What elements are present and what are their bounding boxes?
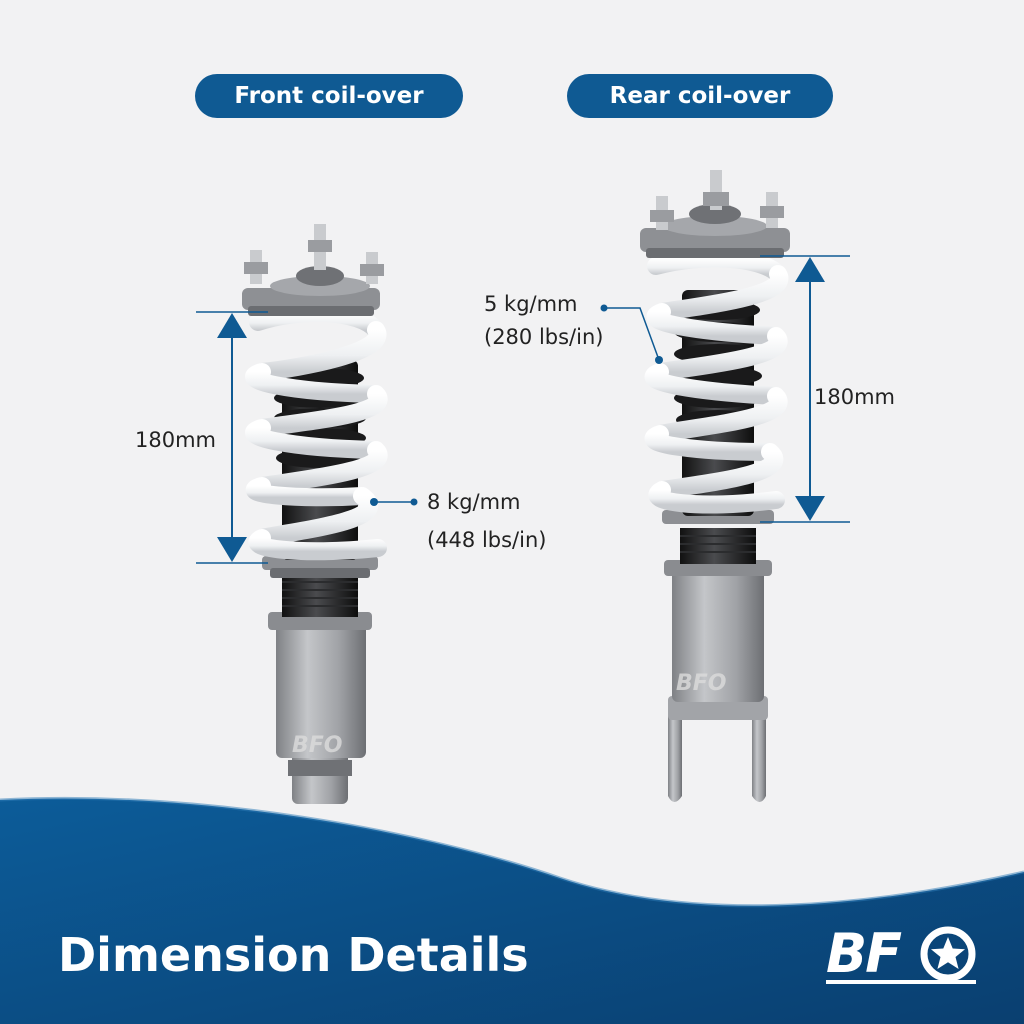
front-spring-rate-lbs: (448 lbs/in) — [427, 528, 547, 552]
front-coilover-badge: Front coil-over — [195, 74, 463, 118]
svg-text:BF: BF — [826, 922, 902, 985]
rear-height-label: 180mm — [814, 385, 895, 409]
rear-spring-rate-lbs: (280 lbs/in) — [484, 325, 604, 349]
front-spring-rate-kg: 8 kg/mm — [427, 490, 521, 514]
rear-coilover-badge: Rear coil-over — [567, 74, 833, 118]
front-dimension-arrow — [196, 311, 268, 564]
footer-wave — [0, 798, 1024, 1024]
rear-dimension-arrow — [760, 255, 850, 523]
svg-text:BFO: BFO — [676, 671, 727, 696]
bfo-logo: BF — [826, 922, 976, 985]
front-coilover: BFO — [196, 224, 418, 804]
star-icon — [931, 937, 965, 969]
svg-text:BFO: BFO — [292, 733, 343, 758]
footer-wave-highlight — [0, 797, 1024, 908]
front-height-label: 180mm — [135, 428, 216, 452]
rear-spring-rate-kg: 5 kg/mm — [484, 292, 578, 316]
rear-coilover: BFO — [600, 170, 850, 802]
page-title: Dimension Details — [58, 928, 529, 982]
